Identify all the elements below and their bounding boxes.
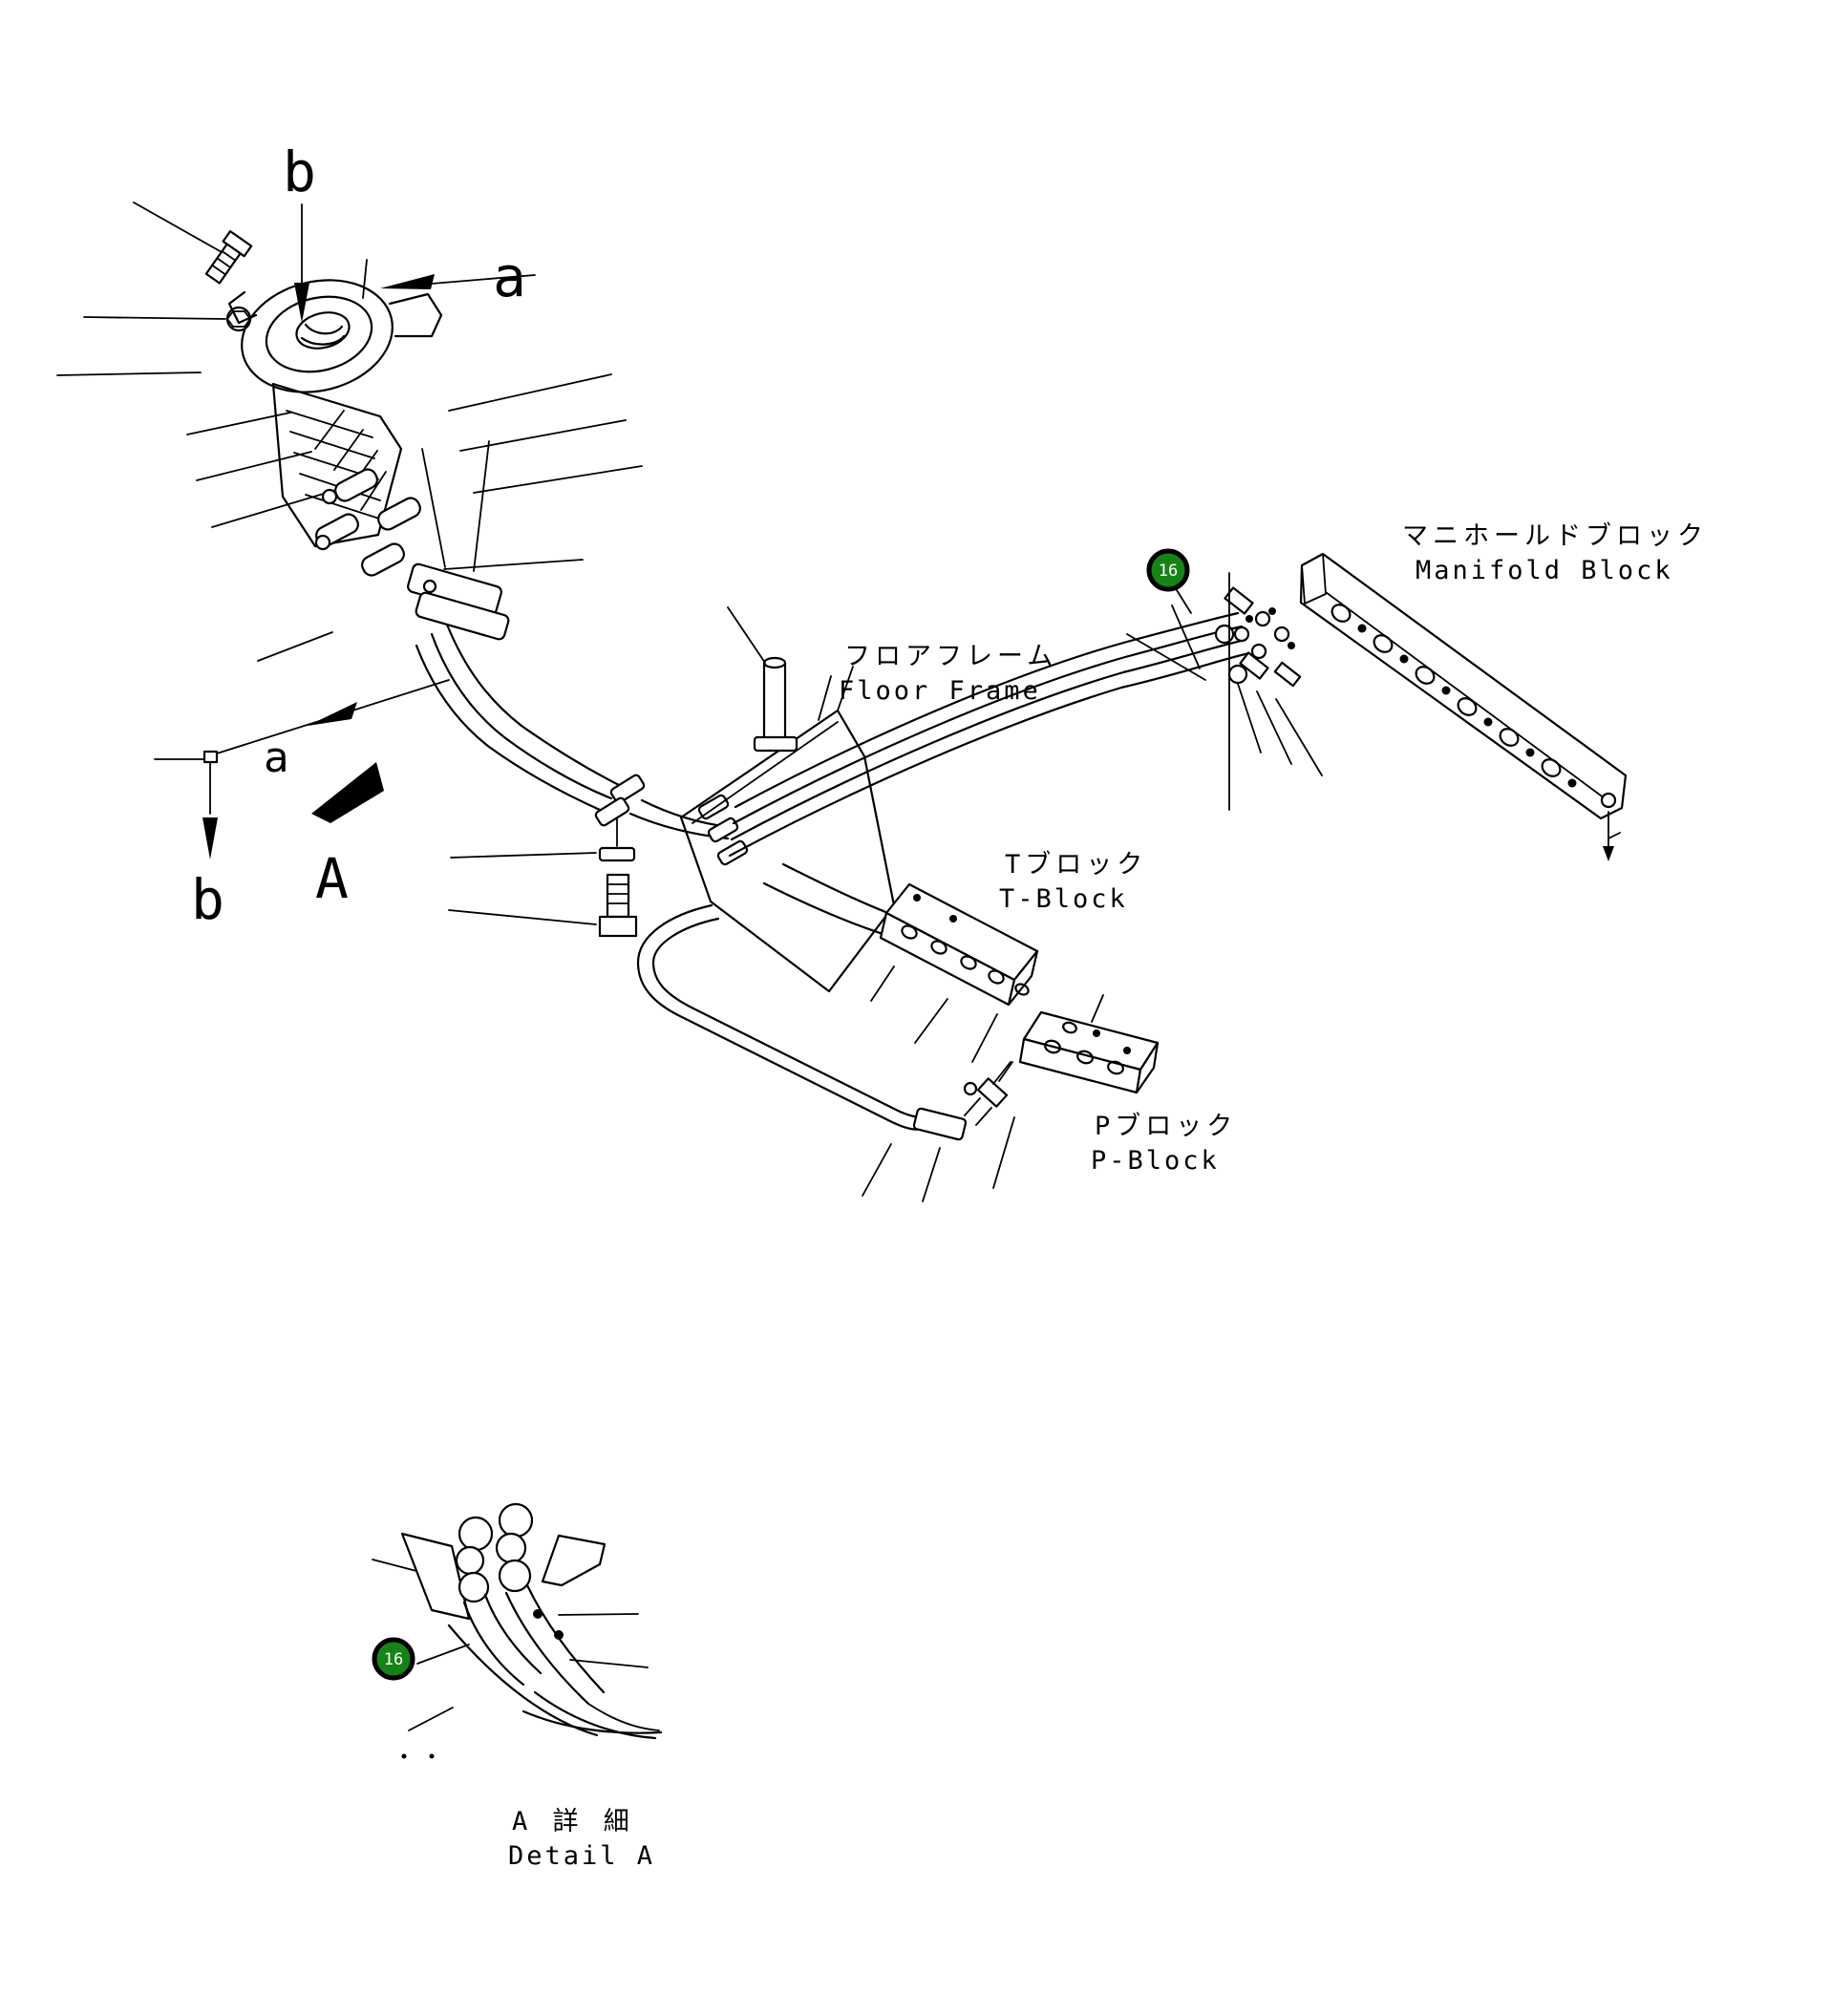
floor-frame-label-en: Floor Frame	[839, 676, 1041, 706]
detail-a-label-en: Detail A	[508, 1841, 655, 1871]
detail-arrow-letter: A	[315, 846, 349, 911]
dot	[401, 1753, 407, 1759]
arrowhead-icon	[1603, 846, 1614, 861]
view-label-a-mid: a	[264, 733, 289, 782]
detail-hoses	[447, 1609, 663, 1740]
t-block: Tブロック T-Block	[870, 850, 1147, 1063]
bolt-icon	[204, 230, 253, 285]
floor-frame-label-jp: フロアフレーム	[844, 642, 1057, 671]
manifold-ports	[1331, 604, 1577, 788]
callout-16-detail[interactable]: 16	[372, 1637, 415, 1681]
detail-arrow-icon	[311, 762, 384, 823]
manifold-leader-lines	[1126, 572, 1323, 811]
manifold-label-jp: マニホールドブロック	[1402, 521, 1708, 551]
view-arrow-a-top: a	[362, 244, 536, 309]
p-block-ports	[1044, 1021, 1131, 1075]
t-block-label-jp: Tブロック	[1005, 850, 1147, 880]
view-arrow-b-top: b	[283, 139, 316, 323]
arrowhead-icon	[294, 283, 309, 323]
manifold-block: マニホールドブロック Manifold Block	[1126, 521, 1708, 861]
t-block-label-en: T-Block	[999, 884, 1128, 914]
t-block-ports	[901, 894, 1030, 996]
p-block: Pブロック P-Block	[963, 994, 1237, 1189]
arrowhead-icon	[380, 274, 435, 289]
view-label-b-top: b	[283, 139, 316, 204]
arrowhead-icon	[202, 817, 218, 859]
valve-body	[271, 382, 403, 548]
view-label-b-mid: b	[191, 867, 224, 932]
valve-fittings	[314, 468, 421, 577]
elbow-fitting	[963, 994, 1104, 1189]
hose-bundle-upper	[415, 623, 749, 866]
detail-fitting-left	[455, 1516, 543, 1687]
detail-a-arrow: A	[311, 762, 384, 911]
detail-a-label-jp: A 詳 細	[512, 1807, 634, 1836]
mount-bolt	[448, 818, 638, 938]
dot	[429, 1753, 435, 1759]
valve-head	[227, 279, 443, 393]
hose-clamp	[407, 440, 510, 641]
callout-badge-number: 16	[384, 1650, 403, 1669]
valve-leader-lines	[56, 202, 643, 662]
callout-badge-number: 16	[1159, 562, 1178, 581]
p-block-label-jp: Pブロック	[1095, 1112, 1237, 1141]
p-block-label-en: P-Block	[1091, 1146, 1220, 1176]
detail-fitting-right	[495, 1502, 606, 1706]
pilot-valve-assembly	[56, 202, 643, 662]
manifold-end-arrow	[1600, 792, 1621, 861]
view-indicator-left: a b	[154, 679, 450, 932]
callout-16-manifold[interactable]: 16	[1146, 548, 1192, 614]
manifold-label-en: Manifold Block	[1416, 556, 1673, 585]
frame-bolt	[727, 606, 798, 753]
floor-frame: フロアフレーム Floor Frame	[679, 606, 1057, 993]
long-hose	[636, 903, 1013, 1202]
detail-leader-lines	[372, 1559, 649, 1731]
detail-a-view: 16 A 詳 細 Detail A	[372, 1502, 663, 1871]
callout-badge-circle[interactable]	[372, 1637, 415, 1681]
callout-badge-circle[interactable]	[1146, 548, 1190, 592]
hose-bundle-to-manifold	[728, 611, 1251, 943]
arrowhead-icon	[308, 702, 357, 726]
